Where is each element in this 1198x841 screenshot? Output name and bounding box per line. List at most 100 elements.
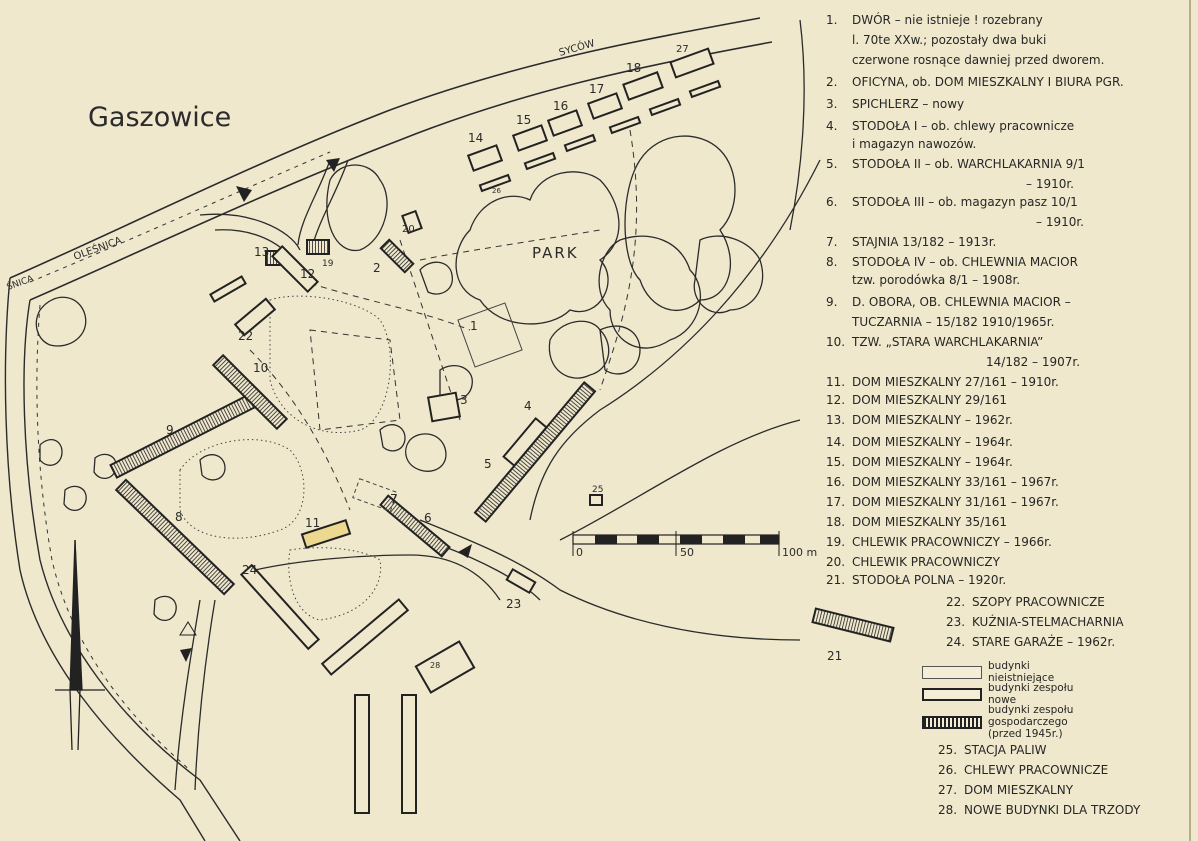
map-title: Gaszowice xyxy=(88,102,231,133)
arrow-icon xyxy=(326,158,340,172)
label-24: 24 xyxy=(242,563,257,577)
building-24 xyxy=(239,563,321,651)
building-22 xyxy=(233,297,277,337)
legend-item: 20.CHLEWIK PRACOWNICZY xyxy=(826,555,1000,569)
symbol-box xyxy=(922,715,982,729)
symbol-nonexisting: budynki nieistniejące xyxy=(922,660,1098,684)
legend-item: 2.OFICYNA, ob. DOM MIESZKALNY I BIURA PG… xyxy=(826,75,1124,89)
legend-item: 27.DOM MIESZKALNY xyxy=(938,783,1074,797)
symbol-old: budynki zespołu gospodarczego (przed 194… xyxy=(922,704,1098,740)
label-27: 27 xyxy=(676,44,689,55)
buildings-nonexisting xyxy=(352,302,523,512)
legend-item: 19.CHLEWIK PRACOWNICZY – 1966r. xyxy=(826,535,1052,549)
legend-item: czerwone rosnące dawniej przed dworem. xyxy=(852,53,1105,67)
scale-bar: 0 50 100 m xyxy=(572,531,817,559)
legend-item: i magazyn nawozów. xyxy=(852,137,977,151)
legend-item: 16.DOM MIESZKALNY 33/161 – 1967r. xyxy=(826,475,1059,489)
legend-item: 25.STACJA PALIW xyxy=(938,743,1047,757)
legend-item: 14/182 – 1907r. xyxy=(986,355,1081,369)
legend-item: 23.KUŹNIA-STELMACHARNIA xyxy=(946,615,1124,629)
label-15: 15 xyxy=(516,113,531,127)
building-11 xyxy=(300,518,352,550)
scale-zero: 0 xyxy=(576,546,583,559)
arrow-icon xyxy=(236,186,252,202)
building-8 xyxy=(114,478,236,596)
label-7: 7 xyxy=(390,492,398,506)
scale-mid: 50 xyxy=(680,546,694,559)
building-labels: 1 2 3 4 5 6 7 8 9 10 11 12 13 14 15 16 1… xyxy=(166,44,842,670)
building-12 xyxy=(270,244,320,294)
symbol-box xyxy=(922,665,982,679)
label-5: 5 xyxy=(484,457,492,471)
building-16 xyxy=(546,109,584,137)
arrow-icon xyxy=(179,621,197,636)
label-16: 16 xyxy=(553,99,568,113)
label-25: 25 xyxy=(592,485,603,495)
buildings-old xyxy=(109,238,895,643)
park-trees xyxy=(35,135,764,621)
legend-item: 10.TZW. „STARA WARCHLAKARNIA” xyxy=(826,335,1044,349)
arrow-icon xyxy=(458,544,472,558)
label-21: 21 xyxy=(827,649,842,663)
fence-line-north xyxy=(29,151,331,283)
label-1: 1 xyxy=(470,319,478,333)
building-6 xyxy=(379,494,451,558)
north-arrow-icon xyxy=(55,539,105,751)
label-12: 12 xyxy=(300,267,315,281)
building-21 xyxy=(811,607,895,643)
legend-item: TUCZARNIA – 15/182 1910/1965r. xyxy=(852,315,1055,329)
building-13b xyxy=(209,275,247,303)
entrance-arrows xyxy=(179,158,472,662)
legend-item: 21.STODOŁA POLNA – 1920r. xyxy=(826,573,1007,587)
label-4: 4 xyxy=(524,399,532,413)
building-28c xyxy=(354,694,370,814)
building-5 xyxy=(502,416,548,468)
label-8: 8 xyxy=(175,510,183,524)
symbol-new: budynki zespołu nowe xyxy=(922,682,1098,706)
scale-end: 100 m xyxy=(782,546,817,559)
label-2: 2 xyxy=(373,261,381,275)
label-6: 6 xyxy=(424,511,432,525)
building-26d xyxy=(608,115,642,135)
building-23 xyxy=(505,567,537,595)
building-15 xyxy=(511,124,549,152)
legend-item: 24.STARE GARAŻE – 1962r. xyxy=(946,635,1116,649)
legend-item: 8.STODOŁA IV – ob. CHLEWNIA MACIOR xyxy=(826,255,1078,269)
label-17: 17 xyxy=(589,82,604,96)
dashed-paths xyxy=(249,129,638,511)
building-9 xyxy=(109,391,261,479)
label-23: 23 xyxy=(506,597,521,611)
building-28a xyxy=(320,598,410,676)
legend-item: 26.CHLEWY PRACOWNICZE xyxy=(938,763,1109,777)
fence-line xyxy=(36,304,191,771)
building-27 xyxy=(669,47,715,79)
symbol-box xyxy=(922,687,982,701)
legend-item: l. 70te XXw.; pozostały dwa buki xyxy=(852,33,1047,47)
legend-item: 5.STODOŁA II – ob. WARCHLAKARNIA 9/1 xyxy=(826,157,1085,171)
building-25 xyxy=(589,494,603,506)
legend-item: 15.DOM MIESZKALNY – 1964r. xyxy=(826,455,1013,469)
building-18 xyxy=(622,71,664,101)
building-19 xyxy=(306,239,330,255)
label-9: 9 xyxy=(166,423,174,437)
legend-item: 12.DOM MIESZKALNY 29/161 xyxy=(826,393,1008,407)
label-26: 26 xyxy=(492,187,501,195)
park-label: PARK xyxy=(532,244,579,262)
legend-item: 4.STODOŁA I – ob. chlewy pracownicze xyxy=(826,119,1075,133)
label-28: 28 xyxy=(430,661,440,670)
road-label-olesnica-short: ŚNICA xyxy=(5,272,36,293)
label-11: 11 xyxy=(305,516,320,530)
building-7 xyxy=(352,478,398,512)
label-22: 22 xyxy=(238,329,253,343)
building-3 xyxy=(426,391,462,423)
road-sycow xyxy=(9,17,773,301)
building-26c xyxy=(563,133,597,153)
legend-item: 18.DOM MIESZKALNY 35/161 xyxy=(826,515,1008,529)
building-28d xyxy=(401,694,417,814)
dotted-fields xyxy=(179,295,391,621)
label-13: 13 xyxy=(254,245,269,259)
building-1 xyxy=(457,302,523,368)
arrow-icon xyxy=(180,648,192,662)
legend-item: 7.STAJNIA 13/182 – 1913r. xyxy=(826,235,997,249)
